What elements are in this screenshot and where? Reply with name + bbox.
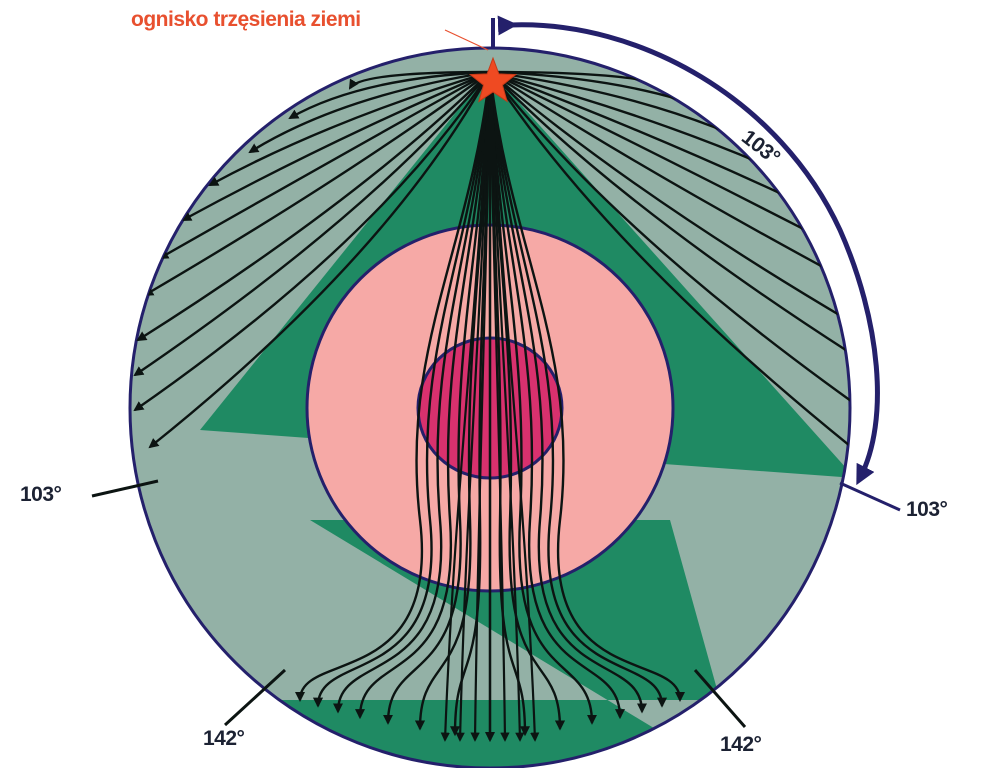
focus-label: ognisko trzęsienia ziemi bbox=[131, 8, 361, 32]
focus-leader bbox=[445, 30, 488, 50]
core-shadow-right-label: 142° bbox=[720, 733, 761, 757]
core-shadow-left-label: 142° bbox=[203, 727, 244, 751]
shadow-zone-right-label: 103° bbox=[906, 498, 947, 522]
shadow-zone-left-label: 103° bbox=[20, 483, 61, 507]
right-shadow-tick bbox=[840, 483, 900, 510]
